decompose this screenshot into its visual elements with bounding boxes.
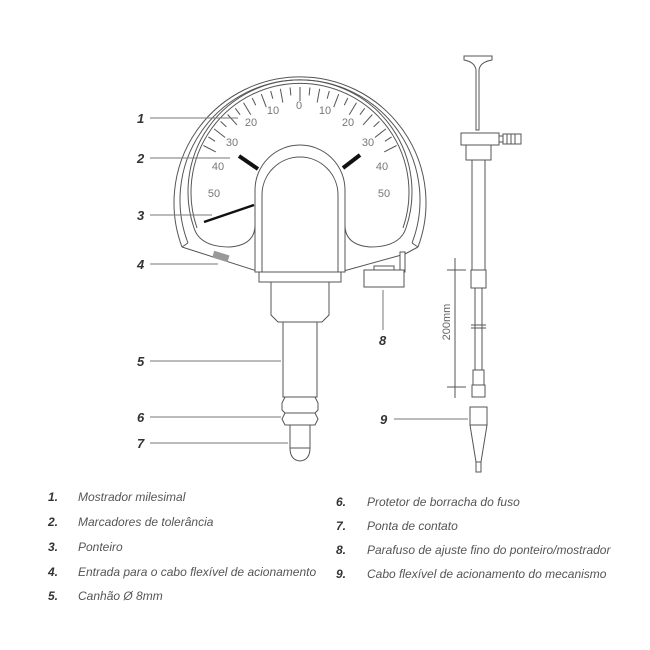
- tick-label-right-30: 30: [362, 137, 374, 149]
- legend-text: Canhão Ø 8mm: [78, 589, 163, 603]
- tick-label-right-10: 10: [319, 105, 331, 117]
- legend-text: Ponta de contato: [367, 519, 458, 533]
- dial-tick: [374, 128, 387, 138]
- legend-text: Mostrador milesimal: [78, 490, 186, 504]
- dial-tick: [362, 114, 373, 126]
- dimension-200mm: 200mm: [441, 258, 466, 398]
- callout-9: 9: [380, 412, 388, 427]
- callout-6: 6: [137, 410, 145, 425]
- tolerance-marker-right: [341, 153, 362, 170]
- dimension-label: 200mm: [441, 304, 453, 341]
- tick-label-right-20: 20: [342, 117, 354, 129]
- legend-text: Parafuso de ajuste fino do ponteiro/most…: [367, 543, 611, 557]
- cable-entry: [212, 250, 230, 263]
- legend-number: 1.: [48, 490, 59, 504]
- fine-adjust-screw[interactable]: [363, 251, 406, 288]
- dial-tick: [203, 145, 217, 153]
- callout-3: 3: [137, 208, 145, 223]
- dial-tick: [333, 93, 340, 108]
- dial-tick: [208, 136, 216, 142]
- dial-face: 0 10 20 30 40 50 10 20 30 40 50: [187, 79, 413, 263]
- pointer: [203, 203, 255, 224]
- callout-2: 2: [136, 151, 145, 166]
- dial-tick: [243, 102, 252, 115]
- callout-8: 8: [379, 333, 387, 348]
- dial-tick: [270, 90, 274, 99]
- legend-number: 7.: [336, 519, 347, 533]
- legend-number: 4.: [48, 565, 59, 579]
- tick-label-left-40: 40: [212, 161, 224, 173]
- legend-text: Cabo flexível de acionamento do mecanism…: [367, 567, 607, 581]
- legend-text: Entrada para o cabo flexível de acioname…: [78, 565, 317, 579]
- tick-label-left-10: 10: [267, 105, 279, 117]
- dial-tick: [359, 107, 366, 116]
- dial-tick: [343, 97, 349, 106]
- dial-tick: [326, 90, 330, 99]
- legend-text: Ponteiro: [78, 540, 123, 554]
- tick-label-left-30: 30: [226, 137, 238, 149]
- dial-tick: [348, 102, 357, 115]
- cable-knob[interactable]: [502, 133, 522, 145]
- legend-text: Protetor de borracha do fuso: [367, 495, 520, 509]
- dial-tick: [289, 87, 292, 96]
- tick-label-left-20: 20: [245, 117, 257, 129]
- tick-label-left-50: 50: [208, 188, 220, 200]
- dial-tick: [308, 87, 311, 96]
- callout-1: 1: [137, 111, 144, 126]
- callout-5: 5: [137, 354, 145, 369]
- legend-number: 5.: [48, 589, 59, 603]
- dial-tick: [373, 121, 380, 128]
- central-housing: [254, 144, 346, 273]
- dial-tick: [220, 121, 227, 128]
- callout-4: 4: [136, 257, 145, 272]
- dial-ticks: [203, 87, 397, 153]
- legend-text: Marcadores de tolerância: [78, 515, 214, 529]
- dial-tick: [213, 128, 226, 138]
- tick-label-right-40: 40: [376, 161, 388, 173]
- flexible-cable: [460, 55, 522, 473]
- dial-tick: [227, 114, 238, 126]
- legend-number: 8.: [336, 543, 347, 557]
- dial-tick: [383, 145, 397, 153]
- dial-tick: [234, 107, 241, 116]
- tolerance-marker-left: [237, 154, 260, 171]
- legend-number: 9.: [336, 567, 347, 581]
- dial-tick: [384, 136, 392, 142]
- tick-label-right-50: 50: [378, 188, 390, 200]
- stem: [258, 271, 342, 462]
- dial-tick: [251, 97, 257, 106]
- leader-lines: [150, 117, 468, 444]
- legend-number: 6.: [336, 495, 347, 509]
- dial-tick: [279, 88, 284, 103]
- dial-tick: [316, 88, 321, 103]
- legend-number: 3.: [48, 540, 59, 554]
- callout-7: 7: [137, 436, 145, 451]
- tick-label-0: 0: [296, 100, 302, 112]
- dial-tick: [260, 93, 267, 108]
- legend-number: 2.: [48, 515, 59, 529]
